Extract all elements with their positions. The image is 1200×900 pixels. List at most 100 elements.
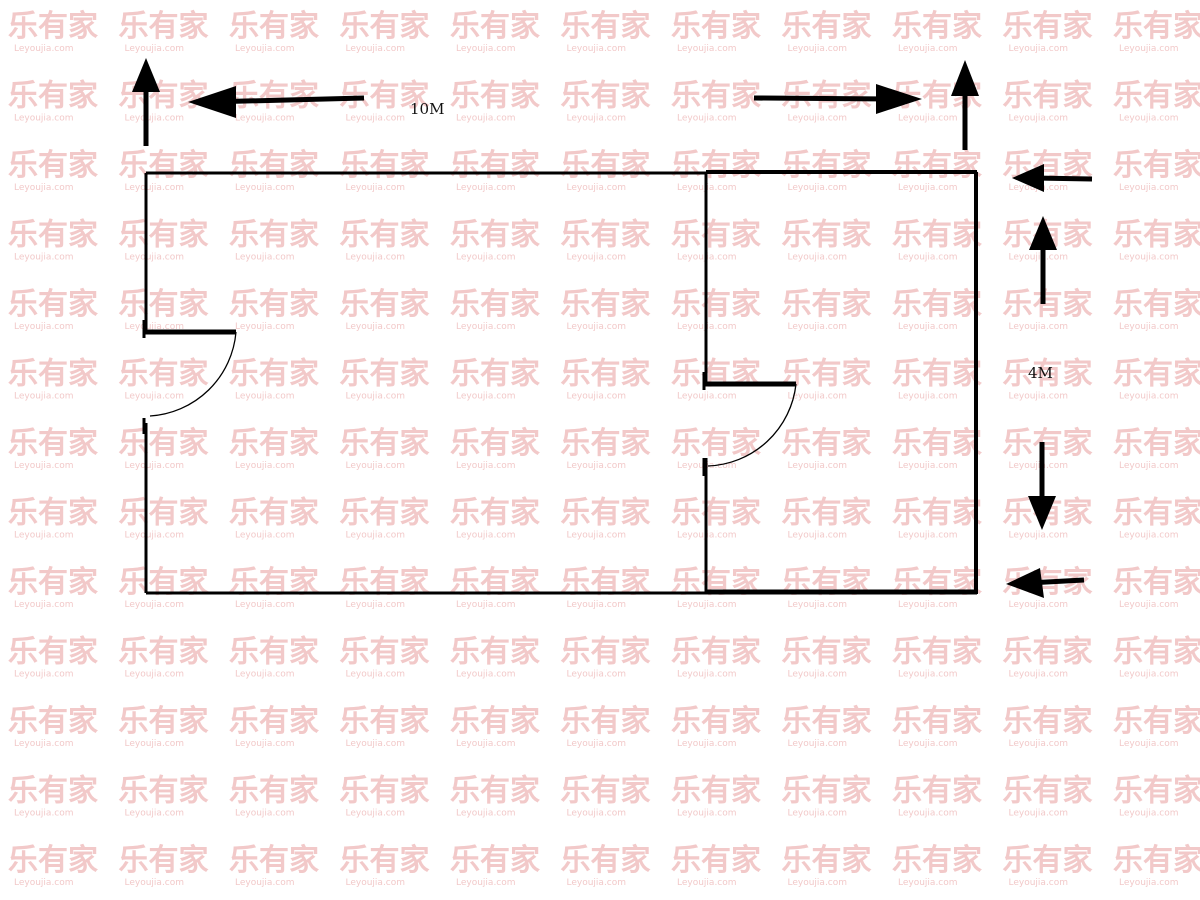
watermark-brand: 乐有家 — [8, 218, 98, 253]
watermark-brand: 乐有家 — [450, 704, 540, 739]
door-partition-swing-arc — [707, 383, 797, 467]
watermark-sub: Leyoujia.com — [567, 670, 627, 680]
watermark-brand: 乐有家 — [892, 843, 982, 878]
watermark-brand: 乐有家 — [8, 357, 98, 392]
watermark-brand: 乐有家 — [229, 79, 319, 114]
watermark-brand: 乐有家 — [340, 357, 430, 392]
watermark-sub: Leyoujia.com — [1009, 392, 1069, 402]
watermark-sub: Leyoujia.com — [14, 739, 74, 749]
arrow-right-horizontal — [753, 95, 899, 102]
watermark-brand: 乐有家 — [671, 218, 761, 253]
watermark-brand: 乐有家 — [561, 287, 651, 322]
watermark-brand: 乐有家 — [782, 774, 872, 809]
watermark-brand: 乐有家 — [782, 635, 872, 670]
watermark-sub: Leyoujia.com — [235, 461, 295, 471]
watermark-sub: Leyoujia.com — [346, 461, 406, 471]
watermark-sub: Leyoujia.com — [1009, 739, 1069, 749]
watermark-sub: Leyoujia.com — [788, 322, 848, 332]
watermark-brand: 乐有家 — [450, 287, 540, 322]
watermark-sub: Leyoujia.com — [1009, 461, 1069, 471]
watermark-sub: Leyoujia.com — [125, 183, 185, 193]
arrow-down-vertical-head — [1028, 496, 1056, 530]
watermark-brand: 乐有家 — [340, 496, 430, 531]
watermark-sub: Leyoujia.com — [1009, 322, 1069, 332]
watermark-sub: Leyoujia.com — [898, 878, 958, 888]
watermark-sub: Leyoujia.com — [125, 253, 185, 263]
watermark-brand: 乐有家 — [340, 9, 430, 44]
watermark-brand: 乐有家 — [1003, 9, 1093, 44]
watermark-sub: Leyoujia.com — [1119, 392, 1179, 402]
watermark-sub: Leyoujia.com — [677, 392, 737, 402]
watermark-sub: Leyoujia.com — [456, 183, 516, 193]
watermark-sub: Leyoujia.com — [1119, 670, 1179, 680]
watermark-sub: Leyoujia.com — [235, 809, 295, 819]
watermark-brand: 乐有家 — [892, 635, 982, 670]
watermark-brand: 乐有家 — [671, 704, 761, 739]
watermark-brand: 乐有家 — [8, 79, 98, 114]
watermark-sub: Leyoujia.com — [125, 600, 185, 610]
watermark-sub: Leyoujia.com — [1119, 600, 1179, 610]
watermark-brand: 乐有家 — [450, 426, 540, 461]
watermark-sub: Leyoujia.com — [235, 322, 295, 332]
watermark-sub: Leyoujia.com — [788, 114, 848, 124]
watermark-brand: 乐有家 — [892, 218, 982, 253]
watermark-sub: Leyoujia.com — [677, 114, 737, 124]
watermark-sub: Leyoujia.com — [125, 392, 185, 402]
watermark-brand: 乐有家 — [671, 287, 761, 322]
watermark-sub: Leyoujia.com — [125, 531, 185, 541]
watermark-sub: Leyoujia.com — [788, 809, 848, 819]
watermark-brand: 乐有家 — [450, 218, 540, 253]
watermark-sub: Leyoujia.com — [898, 44, 958, 54]
watermark-sub: Leyoujia.com — [567, 322, 627, 332]
watermark-brand: 乐有家 — [340, 704, 430, 739]
watermark-brand: 乐有家 — [340, 843, 430, 878]
watermark-sub: Leyoujia.com — [1009, 878, 1069, 888]
watermark-brand: 乐有家 — [340, 774, 430, 809]
watermark-brand: 乐有家 — [8, 635, 98, 670]
watermark-brand: 乐有家 — [1113, 774, 1200, 809]
watermark-brand: 乐有家 — [229, 774, 319, 809]
watermark-sub: Leyoujia.com — [14, 322, 74, 332]
watermark-sub: Leyoujia.com — [456, 461, 516, 471]
watermark-brand: 乐有家 — [1113, 148, 1200, 183]
watermark-sub: Leyoujia.com — [235, 531, 295, 541]
watermark-sub: Leyoujia.com — [14, 44, 74, 54]
watermark-sub: Leyoujia.com — [788, 531, 848, 541]
watermark-sub: Leyoujia.com — [567, 183, 627, 193]
watermark-sub: Leyoujia.com — [1009, 253, 1069, 263]
watermark-sub: Leyoujia.com — [346, 531, 406, 541]
arrow-top-horizontal-head — [1012, 164, 1044, 192]
watermark-brand: 乐有家 — [119, 287, 209, 322]
watermark-brand: 乐有家 — [1003, 287, 1093, 322]
watermark-sub: Leyoujia.com — [14, 392, 74, 402]
arrow-right-horizontal-head — [876, 84, 922, 114]
watermark-sub: Leyoujia.com — [346, 322, 406, 332]
watermark-brand: 乐有家 — [1113, 218, 1200, 253]
watermark-brand: 乐有家 — [1113, 287, 1200, 322]
watermark-brand: 乐有家 — [119, 496, 209, 531]
watermark-sub: Leyoujia.com — [1009, 531, 1069, 541]
watermark-brand: 乐有家 — [340, 287, 430, 322]
watermark-brand: 乐有家 — [892, 426, 982, 461]
height-label: 4M — [1028, 364, 1053, 382]
watermark-brand: 乐有家 — [561, 843, 651, 878]
watermark-sub: Leyoujia.com — [788, 670, 848, 680]
arrow-left-horizontal-head — [188, 86, 236, 118]
width-label: 10M — [410, 100, 444, 118]
watermark-sub: Leyoujia.com — [1009, 670, 1069, 680]
watermark-brand: 乐有家 — [892, 148, 982, 183]
watermark-sub: Leyoujia.com — [567, 739, 627, 749]
watermark-brand: 乐有家 — [229, 635, 319, 670]
watermark-sub: Leyoujia.com — [677, 670, 737, 680]
watermark-brand: 乐有家 — [119, 79, 209, 114]
watermark-brand: 乐有家 — [671, 79, 761, 114]
arrow-left-vertical-head — [132, 58, 160, 92]
watermark-brand: 乐有家 — [8, 9, 98, 44]
watermark-brand: 乐有家 — [229, 287, 319, 322]
watermark-sub: Leyoujia.com — [235, 253, 295, 263]
watermark-brand: 乐有家 — [229, 357, 319, 392]
room-left — [144, 171, 706, 595]
watermark-brand: 乐有家 — [119, 148, 209, 183]
